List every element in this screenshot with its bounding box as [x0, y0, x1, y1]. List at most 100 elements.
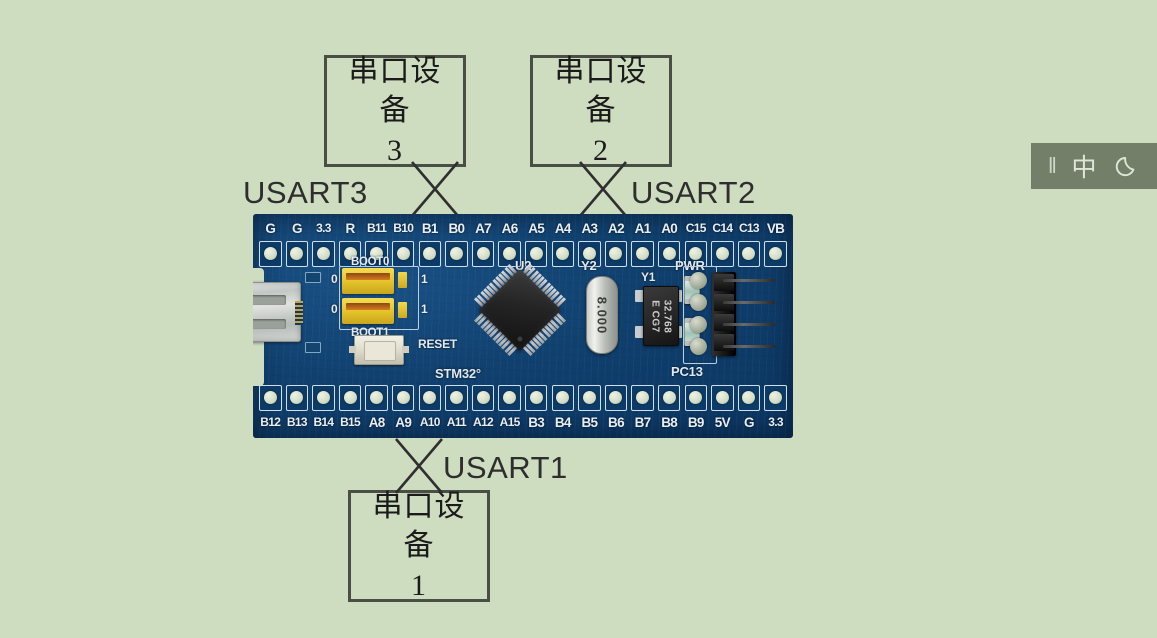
- pin-label-bottom-5v: 5V: [714, 414, 731, 430]
- swd-header: [712, 272, 736, 356]
- swd-pad: [690, 272, 707, 289]
- pin-label-top-c13: C13: [738, 221, 760, 235]
- pin-pad-top-b11: [365, 240, 388, 267]
- pin-label-top-b10: B10: [393, 221, 414, 235]
- pin-pad-bottom-b14: [312, 384, 335, 411]
- pin-hole: [662, 391, 676, 404]
- pin-label-bottom-a15: A15: [499, 415, 521, 429]
- pin-hole: [476, 391, 490, 404]
- device-box-1: 串口设备 1: [348, 490, 490, 602]
- pin-label-bottom-3-3: 3.3: [768, 415, 783, 429]
- pin-label-bottom-b7: B7: [634, 414, 652, 430]
- pin-pad-bottom-b3: [524, 384, 548, 411]
- pin-hole: [343, 247, 357, 260]
- pin-hole: [423, 247, 437, 260]
- pin-hole: [263, 391, 277, 404]
- board-name-silk: STM32°: [435, 366, 481, 381]
- pin-label-top-a2: A2: [608, 220, 625, 236]
- pin-hole: [449, 391, 463, 404]
- pin-hole: [636, 391, 650, 404]
- boot0-one-silk: 1: [421, 272, 428, 286]
- crystal-8mhz: 8.000: [586, 276, 618, 354]
- pin-label-top-g: G: [291, 220, 302, 236]
- pin-hole: [316, 391, 330, 404]
- pin-hole: [742, 391, 756, 404]
- pin-label-bottom-a12: A12: [473, 415, 494, 429]
- usart2-label: USART2: [631, 175, 756, 210]
- pin-label-bottom-a8: A8: [368, 414, 386, 430]
- pin-pad-top-a3: [578, 240, 601, 267]
- pin-pad-bottom-b15: [338, 384, 362, 411]
- pin-hole: [503, 391, 517, 404]
- pin-hole: [769, 247, 783, 260]
- pin-pad-bottom-a12: [471, 384, 495, 411]
- pin-pad-top-a2: [604, 240, 628, 267]
- device-box-2: 串口设备 2: [530, 55, 672, 167]
- boot1-zero-silk: 0: [331, 302, 338, 316]
- usart3-label: USART3: [243, 175, 368, 210]
- swd-pad: [690, 294, 707, 311]
- pin-label-top-c14: C14: [712, 221, 733, 235]
- pin-hole: [636, 247, 650, 260]
- pin-label-bottom-b4: B4: [554, 414, 572, 430]
- pin-label-top-a7: A7: [475, 220, 492, 236]
- pin-pad-top-vb: [764, 240, 787, 267]
- pin-label-top-3-3: 3.3: [316, 221, 331, 235]
- usb-micro-connector: [253, 282, 303, 342]
- pin-label-bottom-b14: B14: [313, 415, 334, 429]
- usart1-label: USART1: [443, 450, 568, 485]
- pin-pad-top-c13: [737, 240, 761, 267]
- pin-hole: [423, 391, 437, 404]
- pin-label-top-a5: A5: [528, 220, 545, 236]
- device-box-3: 串口设备 3: [324, 55, 466, 167]
- pin-hole: [449, 247, 463, 260]
- pin-pad-bottom-b7: [631, 384, 654, 411]
- pin-hole: [556, 391, 570, 404]
- pin-pad-top-a1: [631, 240, 654, 267]
- pin-hole: [503, 247, 517, 260]
- pin-pad-bottom-a11: [445, 384, 468, 411]
- mcu-chip: [462, 252, 578, 368]
- pin-pad-top-c15: [684, 240, 707, 267]
- pin-hole: [316, 247, 330, 260]
- pin-pad-top-b0: [445, 240, 468, 267]
- swd-pin: [723, 345, 775, 348]
- swd-pad: [690, 338, 707, 355]
- ime-chinese-icon[interactable]: 中: [1071, 155, 1097, 182]
- device-box-2-line1: 串口设备: [554, 54, 648, 128]
- pin-pad-top-3-3: [312, 240, 335, 267]
- pin-pad-top-a7: [471, 240, 495, 267]
- boot-jumper-pin: [398, 302, 407, 318]
- pin-hole: [370, 391, 384, 404]
- pin-label-bottom-a11: A11: [446, 415, 467, 429]
- moon-icon[interactable]: [1114, 153, 1140, 179]
- pin-pad-bottom-b8: [657, 384, 681, 411]
- pin-label-top-a1: A1: [634, 220, 652, 236]
- crystal-rtc-value-line2: E CG7: [650, 299, 661, 333]
- pin-pad-bottom-b5: [578, 384, 601, 411]
- device-box-3-line1: 串口设备: [348, 54, 442, 128]
- pin-hole: [263, 247, 277, 260]
- pin-row-bottom: [259, 384, 787, 411]
- pin-label-bottom-b6: B6: [608, 414, 625, 430]
- pin-label-bottom-b15: B15: [340, 415, 361, 429]
- pin-pad-top-a6: [498, 240, 521, 267]
- pin-hole: [582, 391, 596, 404]
- pin-hole: [396, 247, 410, 260]
- boot0-jumper: [342, 268, 394, 294]
- pin-hole: [689, 247, 703, 260]
- device-box-2-line2: 2: [593, 133, 609, 167]
- pin-pad-top-a4: [551, 240, 575, 267]
- pin-pad-bottom-b12: [259, 384, 282, 411]
- pin-label-top-b11: B11: [366, 221, 387, 235]
- smd-part: [305, 272, 321, 283]
- power-led-silk: PWR: [675, 258, 705, 273]
- reset-button[interactable]: [349, 335, 409, 365]
- status-led-silk: PC13: [671, 364, 703, 379]
- floating-toolbar[interactable]: ‖ 中: [1031, 143, 1157, 189]
- drag-handle-icon[interactable]: ‖: [1047, 153, 1057, 178]
- pin-pad-bottom-b13: [285, 384, 309, 411]
- pin-hole: [529, 391, 543, 404]
